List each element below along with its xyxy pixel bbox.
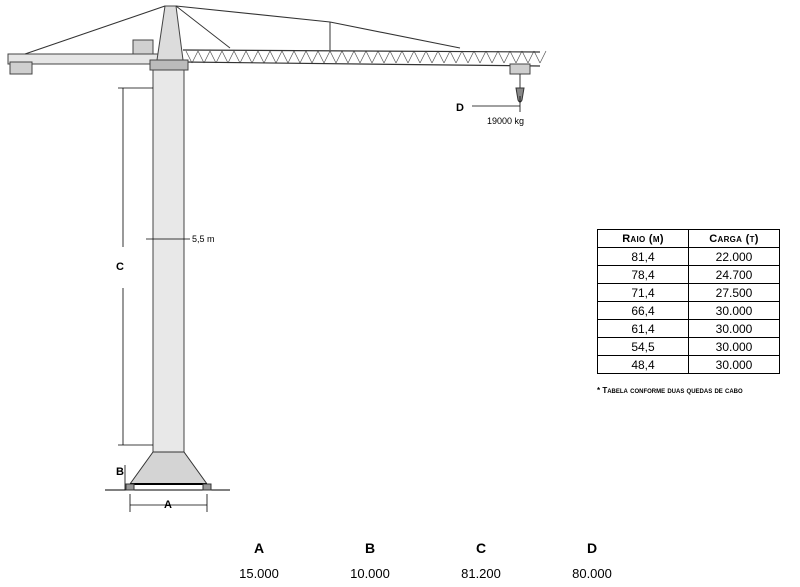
dimension-key: B: [364, 540, 376, 556]
load-cell: 30.000: [688, 355, 780, 374]
dimension-key: D: [586, 540, 598, 556]
mast: [152, 69, 185, 453]
hook-load-label: 19000 kg: [487, 116, 525, 126]
table-header-row: Raio (m) Carga (t): [597, 229, 780, 248]
mast-base: [129, 451, 208, 485]
load-cell: 30.000: [688, 337, 780, 356]
radius-cell: 48,4: [597, 355, 689, 374]
slewing-unit: [149, 59, 189, 71]
radius-cell: 78,4: [597, 265, 689, 284]
dimension-value: 10.000: [350, 566, 390, 581]
label-a: A: [164, 499, 172, 511]
load-cell: 30.000: [688, 319, 780, 338]
header-radius: Raio (m): [597, 229, 689, 248]
dimension-value: 81.200: [461, 566, 501, 581]
table-note: * Tabela conforme duas quedas de cabo: [597, 386, 743, 395]
radius-cell: 81,4: [597, 247, 689, 266]
mast-width-label: 5,5 m: [192, 234, 215, 244]
trolley: [509, 63, 531, 75]
label-b: B: [116, 466, 124, 478]
dimension-b: B 10.000: [330, 540, 410, 581]
load-cell: 30.000: [688, 301, 780, 320]
radius-cell: 54,5: [597, 337, 689, 356]
load-cell: 22.000: [688, 247, 780, 266]
header-load: Carga (t): [688, 229, 780, 248]
dimension-c: C 81.200: [441, 540, 521, 581]
dimension-key: A: [253, 540, 265, 556]
dimension-key: C: [475, 540, 487, 556]
crane-static-parts: [7, 5, 541, 491]
machinery-house: [132, 39, 154, 55]
dimension-value: 15.000: [239, 566, 279, 581]
counterweight: [9, 61, 33, 75]
radius-cell: 61,4: [597, 319, 689, 338]
label-c: C: [116, 261, 124, 273]
label-d: D: [456, 102, 464, 114]
dimension-a: A 15.000: [219, 540, 299, 581]
load-cell: 27.500: [688, 283, 780, 302]
radius-cell: 71,4: [597, 283, 689, 302]
load-cell: 24.700: [688, 265, 780, 284]
radius-cell: 66,4: [597, 301, 689, 320]
tower-head: [156, 5, 184, 61]
dimension-d: D 80.000: [552, 540, 632, 581]
dimension-lines: [118, 87, 521, 512]
dimension-value: 80.000: [572, 566, 612, 581]
